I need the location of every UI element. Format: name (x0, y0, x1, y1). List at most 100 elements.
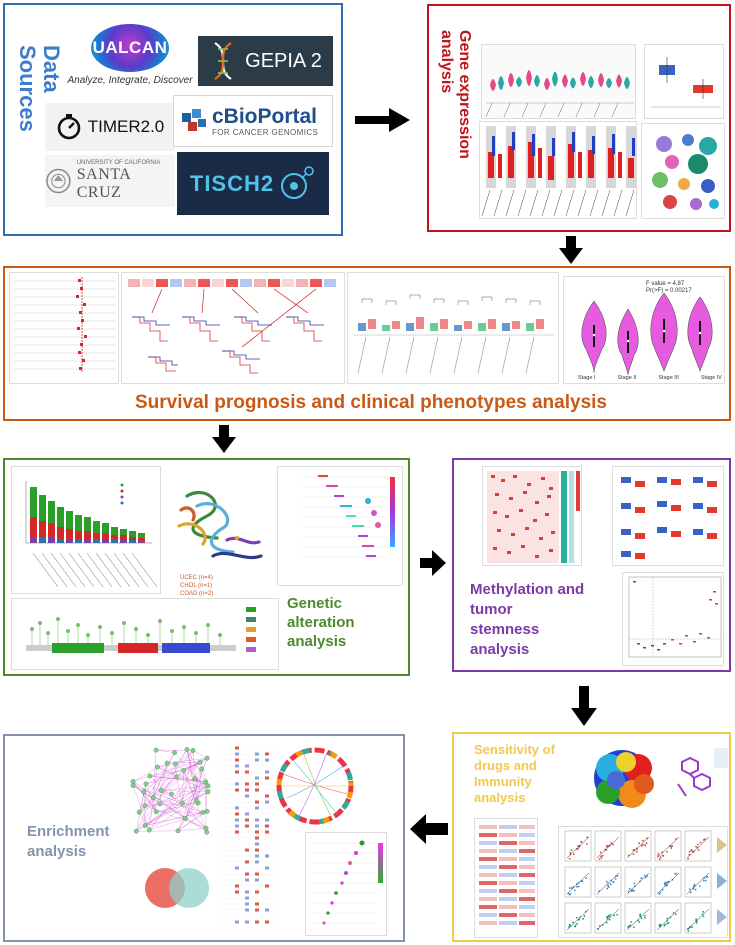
immune-point (671, 844, 674, 847)
genetic-alteration-title: Genetic alteration analysis (287, 594, 355, 651)
network-edge (159, 785, 209, 804)
immune-point (601, 854, 604, 857)
clinical-boxplot-panel (347, 272, 559, 384)
network-node (204, 829, 210, 835)
network-edge (153, 797, 203, 813)
network-node (204, 808, 210, 814)
drug-heatmap-cells (479, 825, 535, 925)
network-node (173, 774, 179, 780)
gene-expression-panel: Gene expression analysis (427, 4, 731, 232)
immune-correlation-grid (564, 830, 727, 934)
expression-violin-plot (485, 70, 634, 118)
arrow-left-icon (410, 814, 448, 844)
immune-scatter-cell (624, 866, 652, 898)
enrichment-cell (235, 758, 239, 762)
immune-point (616, 913, 619, 916)
domain-3 (162, 643, 210, 653)
cell-icon (281, 165, 314, 199)
enrichment-cell (265, 818, 269, 822)
immune-point (640, 917, 643, 920)
methylation-title-line4: analysis (470, 641, 530, 658)
enrichment-cell (255, 830, 259, 834)
immune-point (608, 915, 611, 918)
cbioportal-mark-icon (182, 109, 206, 131)
enrichment-cell (265, 866, 269, 870)
immune-point (646, 837, 649, 840)
genetic-title-line2: alteration (287, 614, 355, 631)
immune-point (577, 885, 580, 888)
enrichment-cell (255, 860, 259, 864)
methylation-title-line3: stemness (470, 621, 540, 638)
mutation-lollipop-panel (11, 598, 279, 670)
ucsc-logo: UNIVERSITY OF CALIFORNIA SANTA CRUZ (45, 155, 175, 207)
immune-point (607, 884, 609, 887)
network-node (164, 760, 170, 766)
enrichment-cell (265, 824, 269, 828)
immune-point (630, 921, 633, 923)
immune-point (689, 891, 692, 894)
immune-point (702, 910, 705, 913)
network-edge (161, 790, 209, 792)
row-marker-icon (717, 837, 727, 853)
network-edge (149, 775, 207, 829)
network-node (146, 827, 152, 833)
enrichment-cell (265, 800, 269, 804)
enrichment-cell (235, 884, 239, 888)
network-node (203, 825, 209, 831)
ucsc-top-text: UNIVERSITY OF CALIFORNIA (76, 160, 161, 166)
immune-point (608, 886, 610, 889)
immune-point (674, 873, 676, 875)
go-dotplot-panel (305, 832, 387, 936)
immune-point (635, 850, 638, 853)
network-edge (182, 791, 209, 804)
alteration-frequency-panel (11, 466, 161, 594)
immune-point (688, 850, 691, 853)
immune-point (612, 843, 615, 846)
violin-stat-text: F value = 4.87 Pr(>F) = 0.00217 (646, 281, 692, 295)
survival-panel: F value = 4.87 Pr(>F) = 0.00217 Stage I … (3, 266, 731, 421)
immune-scatter-cell (564, 830, 592, 862)
network-edge (132, 781, 207, 833)
chord-diagram (273, 744, 357, 828)
network-edge (177, 768, 202, 831)
stemness-scatter-panel (622, 572, 724, 666)
network-edge (192, 750, 208, 759)
ucsc-wordmark: SANTA CRUZ (76, 166, 131, 201)
cbioportal-subtitle: FOR CANCER GENOMICS (212, 127, 319, 137)
immune-point (573, 889, 576, 892)
immune-point (644, 844, 647, 847)
immune-point (704, 879, 707, 882)
survival-km-panel (121, 272, 345, 384)
enrichment-cell (255, 788, 259, 792)
network-node (205, 789, 211, 795)
immune-point (687, 930, 690, 932)
immune-point (695, 919, 697, 922)
immune-point (691, 850, 694, 853)
immune-point (628, 887, 631, 890)
network-node (153, 747, 159, 753)
immune-point (613, 914, 616, 917)
enrichment-cell (235, 770, 239, 774)
domain-1 (52, 643, 104, 653)
network-node (130, 779, 136, 784)
immune-point (572, 853, 575, 856)
enrichment-cell (255, 782, 259, 786)
immune-point (605, 880, 608, 883)
network-edge (185, 818, 207, 829)
immune-point (702, 915, 705, 918)
network-node (141, 789, 147, 795)
immune-point (643, 916, 646, 919)
immune-point (570, 849, 573, 852)
immune-point (582, 917, 584, 920)
enrichment-cell (235, 920, 239, 924)
immune-scatter-cell (594, 902, 622, 934)
immune-point (664, 883, 666, 886)
network-node (200, 810, 206, 815)
immune-point (658, 892, 661, 895)
stopwatch-icon (57, 114, 81, 140)
immune-point (633, 882, 636, 885)
enrichment-cell (245, 788, 249, 792)
stemness-points-red (671, 591, 718, 645)
cbioportal-wordmark: cBioPortal (212, 104, 318, 128)
enrichment-cell (255, 890, 259, 894)
